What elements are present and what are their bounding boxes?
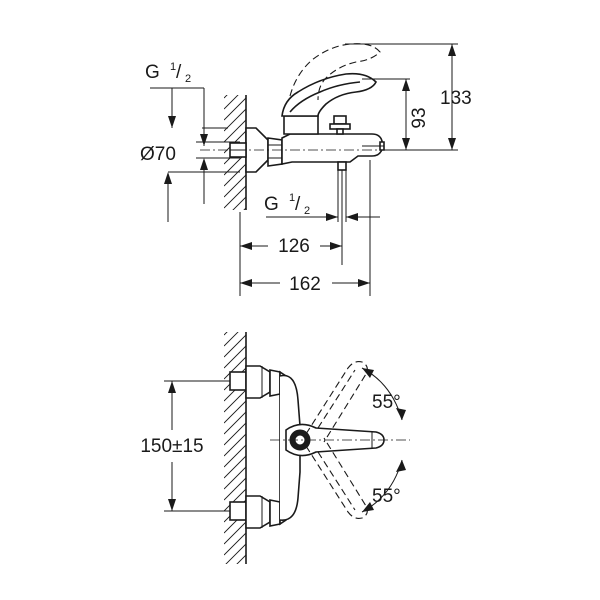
- spacing-label: 150±15: [140, 436, 203, 457]
- wall-hatch-line: [224, 455, 246, 479]
- thread-bottom-slash: /: [295, 194, 301, 215]
- wall-hatch-line: [224, 577, 246, 599]
- wall-hatch-line: [224, 345, 246, 369]
- thread-bottom-den: 2: [304, 205, 310, 217]
- length-162-label: 162: [289, 274, 321, 295]
- wall-hatch-line: [224, 532, 246, 556]
- wall-hatch-line: [224, 488, 246, 512]
- wall-hatch-line: [224, 185, 246, 209]
- wall-hatch-line: [224, 477, 246, 501]
- wall-hatch-line: [224, 356, 246, 380]
- angle-top-label: 55°: [372, 392, 401, 413]
- dimension-length-126: 126: [239, 212, 343, 296]
- wall-hatch-line: [224, 163, 246, 187]
- lever-handle-side: [281, 72, 377, 117]
- diameter-label: Ø70: [140, 144, 176, 165]
- wall-hatch-line: [224, 433, 246, 457]
- wall-hatch-line: [224, 411, 246, 435]
- thread-top-g: G: [145, 62, 160, 83]
- wall-hatch-line: [224, 444, 246, 468]
- angle-arc-bottom: 55°: [361, 459, 406, 513]
- thread-top-den: 2: [185, 73, 191, 85]
- wall-hatch-line: [224, 95, 228, 99]
- angle-arc-top: 55°: [361, 367, 406, 421]
- wall-hatch-line: [224, 332, 239, 347]
- wall-hatch-line: [224, 95, 239, 110]
- wall-hatch-line: [224, 334, 246, 358]
- thread-top-slash: /: [176, 62, 182, 83]
- lever-raised-position: [289, 43, 381, 101]
- wall-hatch-line: [224, 389, 246, 413]
- wall-hatch-line: [224, 332, 228, 336]
- wall-hatch-line: [225, 543, 246, 564]
- wall-hatch-line: [224, 230, 246, 252]
- wall-connector-top: [229, 365, 281, 399]
- wall-hatch-line: [224, 108, 246, 132]
- wall-hatch-line: [224, 65, 246, 87]
- wall-hatch-line: [224, 119, 246, 143]
- thread-bottom-num: 1: [289, 192, 295, 204]
- wall-hatch-line: [224, 521, 246, 545]
- wall-hatch-line: [224, 400, 246, 424]
- wall-hatch-line: [232, 196, 246, 210]
- wall-hatch-line: [224, 588, 246, 600]
- length-126-label: 126: [278, 236, 310, 257]
- thread-bottom-g: G: [264, 194, 279, 215]
- thread-top-num: 1: [170, 61, 176, 73]
- mixer-body-side: [281, 133, 385, 165]
- front-view: 55° 55° 150±15: [140, 302, 410, 600]
- angle-bottom-label: 55°: [372, 486, 401, 507]
- wall-hatch-line: [224, 566, 246, 588]
- wall-front-view: [224, 302, 247, 600]
- side-view: G 1 / 2 Ø70: [140, 43, 472, 296]
- wall-hatch-line: [224, 219, 246, 241]
- wall-hatch-line: [224, 422, 246, 446]
- wall-hatch-line: [224, 302, 246, 324]
- dimension-thread-bottom: G 1 / 2: [264, 170, 380, 222]
- diverter-knob-side: [329, 115, 351, 135]
- dimension-diameter: Ø70: [140, 104, 240, 222]
- dimension-thread-top: G 1 / 2: [145, 61, 228, 146]
- height-93-label: 93: [409, 107, 430, 128]
- wall-hatch-line: [224, 174, 246, 198]
- dimension-spacing: 150±15: [140, 380, 230, 512]
- wall-hatch-line: [243, 207, 246, 210]
- wall-hatch-line: [224, 97, 246, 121]
- wall-hatch-line: [236, 554, 246, 564]
- dimension-length-162: 162: [240, 160, 371, 296]
- wall-hatch-line: [224, 466, 246, 490]
- dimension-height-133: 133: [345, 43, 472, 151]
- wall-connector-bottom: [229, 495, 281, 529]
- cartridge-housing-side: [283, 115, 319, 135]
- height-133-label: 133: [440, 88, 472, 109]
